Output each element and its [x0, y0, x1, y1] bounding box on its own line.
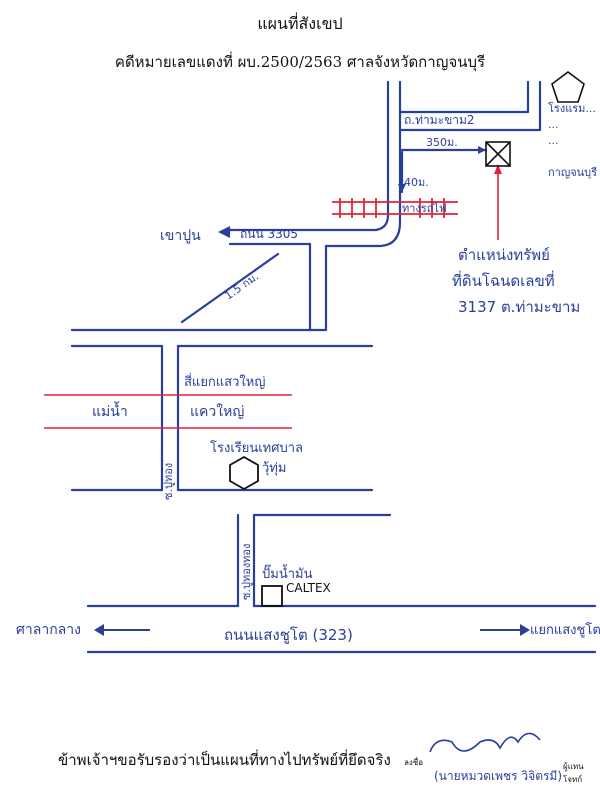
label-khao-poon: เขาปูน: [160, 228, 201, 244]
road-soi-left-right: [176, 344, 374, 492]
label-property-2: ที่ดินโฉนดเลขที่: [452, 270, 555, 290]
label-top-road: ถ.ท่ามะขาม2: [404, 113, 475, 127]
label-right-4: กาญจนบุรี: [548, 166, 597, 179]
label-rail: ทางรถไฟ: [402, 202, 447, 215]
label-gas-station: ปั๊มน้ำมัน: [262, 564, 313, 582]
page-title: แผนที่สังเขป: [257, 14, 343, 33]
label-right-3: ...: [548, 134, 559, 147]
sign-label: ลงชื่อ: [404, 758, 424, 767]
label-junction: สี่แยกแสวใหญ่: [184, 373, 265, 390]
arrow-40: [398, 184, 406, 192]
label-distance-350: 350ม.: [426, 136, 458, 149]
label-main-road: ถนนแสงชูโต (323): [224, 626, 353, 644]
pentagon-icon: [551, 71, 585, 103]
label-property-3: 3137 ต.ท่ามะขาม: [458, 298, 580, 316]
label-soi-right: ซ.ปูทองทอง: [240, 544, 253, 600]
label-right-dest: แยกแสงชูโต: [530, 622, 600, 638]
arrow-right-dest: [520, 624, 530, 636]
road-3305-lower: [228, 242, 312, 332]
gas-station-icon: [261, 585, 283, 607]
road-upper-right-edge: [70, 80, 402, 332]
signer-name: (นายหมวดเพชร วิจิตรมี): [434, 769, 562, 783]
label-saeo-yai: แควใหญ่: [190, 403, 244, 420]
river-lines: [44, 394, 292, 429]
road-mid-lower: [70, 344, 164, 492]
property-pointer-head: [494, 164, 502, 174]
case-number: คดีหมายเลขแดงที่ ผบ.2500/2563 ศาลจังหวัด…: [114, 53, 486, 71]
label-right-2: ...: [548, 118, 559, 131]
label-soi-left: ซ.ปูทอง: [162, 463, 175, 500]
arrow-350: [478, 146, 486, 154]
label-distance-1-5km: 1.5 กม.: [222, 270, 261, 303]
railway: [332, 198, 458, 218]
agent-label: ผู้แทนโจทก์: [563, 762, 584, 784]
label-school-2: วุ้ทุ่ม: [262, 461, 286, 476]
property-marker: [485, 141, 511, 167]
label-school-1: โรงเรียนเทศบาล: [210, 440, 303, 456]
road-upper-left-edge: [228, 80, 390, 232]
distance-1-5km-arrow: [180, 252, 280, 324]
arrow-left-dest: [94, 624, 104, 636]
road-top-horizontal-lower: [398, 80, 542, 132]
arrow-khao-poon: [218, 226, 230, 238]
label-caltex: CALTEX: [286, 581, 331, 595]
label-road-3305: ถนน 3305: [240, 227, 298, 241]
road-top-horizontal: [398, 80, 530, 114]
hexagon-school-icon: [229, 455, 259, 491]
signature: [429, 732, 541, 753]
label-right-1: โรงแรม...: [548, 101, 596, 115]
label-left-dest: ศาลากลาง: [16, 622, 81, 638]
label-distance-40: 40ม.: [404, 176, 429, 189]
label-mae-nam: แม่น้ำ: [92, 401, 128, 420]
certification-text: ข้าพเจ้าฯขอรับรองว่าเป็นแผนที่ทางไปทรัพย…: [58, 751, 391, 769]
label-property-1: ตำแหน่งทรัพย์: [458, 246, 550, 264]
